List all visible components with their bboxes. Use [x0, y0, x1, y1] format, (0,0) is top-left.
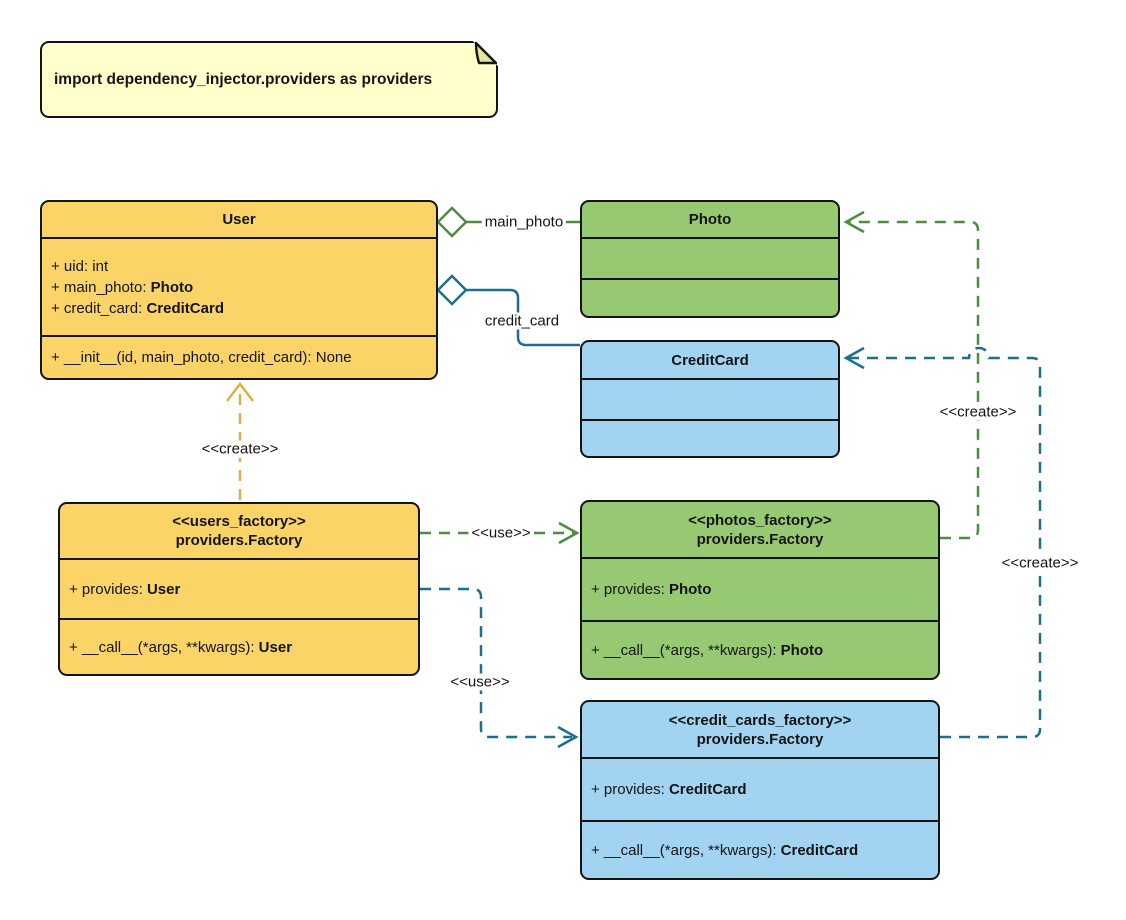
class-photos-factory-stereotype: <<photos_factory>>	[688, 511, 832, 529]
class-users-factory-title: providers.Factory	[175, 532, 303, 549]
class-photos-factory-title: providers.Factory	[696, 530, 824, 548]
edge-label-use-photos: <<use>>	[468, 524, 534, 542]
attribute-row: + main_photo: Photo	[51, 277, 427, 298]
class-photo-attributes	[582, 239, 838, 280]
method-row: + __call__(*args, **kwargs): User	[69, 637, 409, 658]
class-photos-factory-header: <<photos_factory>> providers.Factory	[582, 502, 938, 559]
class-user-title: User	[222, 211, 256, 228]
method-call: + __call__(*args, **kwargs):	[591, 641, 781, 659]
edge-label-credit-card: credit_card	[481, 312, 563, 330]
method-row: + __call__(*args, **kwargs): Photo	[591, 640, 929, 661]
edge-label-use-creditcards: <<use>>	[447, 673, 513, 691]
edge-label-main-photo: main_photo	[481, 213, 567, 231]
class-user-methods: + __init__(id, main_photo, credit_card):…	[42, 337, 436, 378]
class-credit-cards-factory-title: providers.Factory	[696, 730, 824, 748]
edge-label-create-photo: <<create>>	[936, 403, 1020, 421]
edge-user-creditcard-aggregation	[436, 274, 580, 347]
attribute-row: + uid: int	[51, 256, 427, 277]
method-init: + __init__(id, main_photo, credit_card):…	[51, 349, 352, 366]
method-call: + __call__(*args, **kwargs):	[69, 638, 259, 656]
class-creditcard-attributes	[582, 380, 838, 421]
edge-usersfactory-use-creditcardsfactory	[420, 587, 579, 749]
attr-provides: + provides:	[69, 580, 147, 598]
class-photo: Photo	[580, 200, 840, 318]
class-user-header: User	[42, 202, 436, 239]
attribute-row: + provides: Photo	[591, 579, 929, 600]
method-row: + __call__(*args, **kwargs): CreditCard	[591, 840, 929, 861]
method-call: + __call__(*args, **kwargs):	[591, 841, 781, 859]
attribute-row: + provides: User	[69, 579, 409, 600]
class-users-factory-header: <<users_factory>> providers.Factory	[60, 504, 418, 560]
attr-provides: + provides:	[591, 581, 669, 598]
attr-provides-type: Photo	[668, 581, 712, 598]
attr-credit-card: + credit_card:	[51, 299, 147, 317]
class-users-factory-attributes: + provides: User	[60, 560, 418, 620]
edge-label-create-user: <<create>>	[198, 440, 282, 458]
attr-uid: + uid: int	[51, 257, 109, 275]
note-import-providers: import dependency_injector.providers as …	[40, 40, 499, 118]
attr-credit-card-type: CreditCard	[146, 299, 224, 317]
attr-main-photo-type: Photo	[150, 278, 194, 296]
class-credit-cards-factory-stereotype: <<credit_cards_factory>>	[668, 711, 852, 729]
aggregation-diamond-credit-card	[436, 274, 468, 306]
arrowhead-create-photo	[843, 210, 865, 234]
class-user: User + uid: int + main_photo: Photo + cr…	[40, 200, 438, 380]
class-photo-title: Photo	[688, 211, 732, 228]
class-credit-cards-factory-methods: + __call__(*args, **kwargs): CreditCard	[582, 822, 938, 878]
class-credit-cards-factory-attributes: + provides: CreditCard	[582, 759, 938, 822]
class-users-factory-methods: + __call__(*args, **kwargs): User	[60, 620, 418, 674]
class-credit-cards-factory-header: <<credit_cards_factory>> providers.Facto…	[582, 702, 938, 759]
arrowhead-create-creditcard	[843, 346, 865, 370]
attr-provides: + provides:	[591, 781, 669, 798]
arrowhead-create-user	[226, 381, 254, 402]
class-creditcard-methods	[582, 421, 838, 456]
attr-main-photo: + main_photo:	[51, 278, 151, 296]
class-creditcard-header: CreditCard	[582, 342, 838, 380]
class-credit-cards-factory: <<credit_cards_factory>> providers.Facto…	[580, 700, 940, 880]
edge-photosfactory-create-photo	[843, 210, 980, 540]
arrowhead-use-creditcards	[557, 725, 579, 749]
class-creditcard: CreditCard	[580, 340, 840, 458]
class-photos-factory-methods: + __call__(*args, **kwargs): Photo	[582, 622, 938, 678]
note-fold-corner	[472, 40, 499, 67]
class-creditcard-title: CreditCard	[671, 351, 749, 369]
edge-label-create-creditcard: <<create>>	[998, 554, 1082, 572]
method-call-type: CreditCard	[780, 841, 859, 859]
attribute-row: + provides: CreditCard	[591, 779, 929, 800]
arrowhead-use-photos	[558, 521, 580, 545]
method-call-type: Photo	[780, 641, 824, 659]
attribute-row: + credit_card: CreditCard	[51, 298, 427, 319]
class-users-factory-stereotype: <<users_factory>>	[172, 513, 306, 530]
method-row: + __init__(id, main_photo, credit_card):…	[51, 347, 427, 368]
class-photo-methods	[582, 280, 838, 316]
class-user-attributes: + uid: int + main_photo: Photo + credit_…	[42, 239, 436, 337]
attr-provides-type: CreditCard	[668, 781, 747, 798]
class-users-factory: <<users_factory>> providers.Factory + pr…	[58, 502, 420, 676]
attr-provides-type: User	[146, 580, 181, 598]
class-photos-factory: <<photos_factory>> providers.Factory + p…	[580, 500, 940, 680]
class-photo-header: Photo	[582, 202, 838, 239]
note-text: import dependency_injector.providers as …	[54, 70, 433, 88]
class-photos-factory-attributes: + provides: Photo	[582, 559, 938, 622]
method-call-type: User	[258, 638, 293, 656]
aggregation-diamond-main-photo	[436, 206, 468, 238]
